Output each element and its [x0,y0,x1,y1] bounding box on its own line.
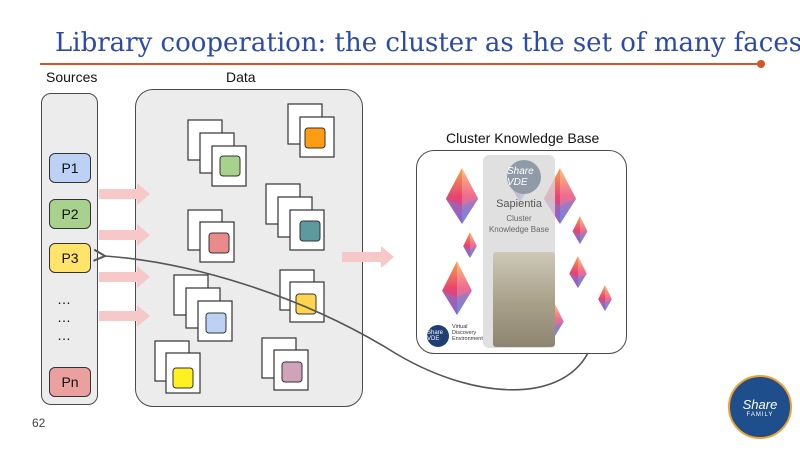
data-label: Data [226,69,256,85]
source-pn: Pn [49,367,91,397]
ckb-label: Cluster Knowledge Base [446,130,600,146]
flow-arrow-2 [99,224,150,246]
source-to-data-arrows [99,183,150,327]
flow-arrow-1 [99,183,150,205]
data-to-cluster-arrow [342,246,394,268]
document-stack-5 [279,269,325,323]
share-logo-name: Share [742,396,778,412]
vde-caption-line-3: Environment [452,336,483,342]
sapientia-title: Sapientia [496,198,542,210]
document-stack-3 [187,209,235,263]
vde-caption-line-2: Discovery [452,330,477,336]
sapientia-subtitle-2: Knowledge Base [488,225,550,234]
flow-arrow-3 [99,266,150,288]
sources-label: Sources [46,69,98,85]
document-stack-2 [287,103,335,158]
source-ellipsis-2: … [57,309,71,325]
document-stack-8 [261,337,309,391]
source-ellipsis-3: … [57,327,71,343]
statue-photo [493,252,555,347]
sapientia-subtitle-1: Cluster [506,214,532,223]
title-rule [40,63,760,65]
page-number: 62 [32,416,46,430]
document-stack-4 [265,183,325,251]
slide-title: Library cooperation: the cluster as the … [55,28,800,58]
source-ellipsis-1: … [57,291,71,307]
vde-caption-line-1: Virtual [452,324,468,330]
flow-arrow-4 [99,305,150,327]
source-p2: P2 [49,199,91,229]
source-p1: P1 [49,153,91,183]
share-family-logo-icon: Share FAMILY [728,375,792,439]
document-stack-7 [154,340,201,394]
rule-end-dot [757,60,765,68]
sharevde-logo-icon: Share VDE [507,160,541,194]
share-logo-sub: FAMILY [746,411,774,418]
feedback-curve-arrow [105,256,589,391]
vde-caption: Virtual Discovery Environment [452,324,483,342]
share-vde-small-logo-icon: Share VDE [427,325,449,347]
document-stack-1 [187,119,247,187]
document-stack-6 [173,274,233,342]
source-p3: P3 [49,243,91,273]
